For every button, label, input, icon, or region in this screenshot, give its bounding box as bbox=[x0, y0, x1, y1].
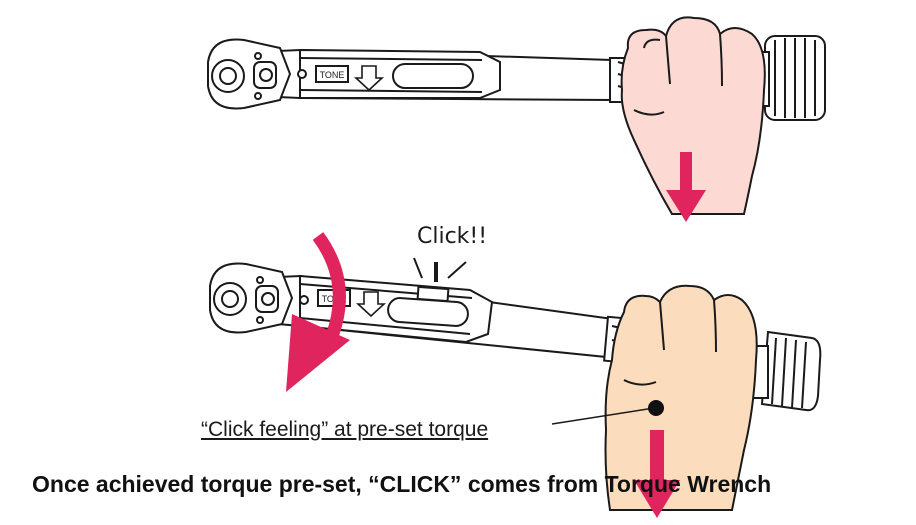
top-hand bbox=[620, 16, 766, 215]
rotation-arrow-icon bbox=[286, 232, 350, 392]
down-arrow-icon bbox=[634, 430, 680, 518]
knurled-grip-icon bbox=[751, 330, 822, 412]
down-arrow-icon bbox=[666, 152, 706, 222]
caption: Once achieved torque pre-set, “CLICK” co… bbox=[32, 471, 772, 497]
click-label: Click!! bbox=[417, 224, 488, 249]
bottom-hand bbox=[604, 284, 758, 511]
direction-arrow-icon bbox=[353, 65, 385, 92]
top-wrench bbox=[207, 35, 826, 121]
ratchet-head-icon bbox=[209, 262, 294, 334]
direction-arrow-icon bbox=[355, 291, 387, 318]
click-feeling-label: “Click feeling” at pre-set torque bbox=[201, 418, 489, 441]
top-badge-text: TONE bbox=[320, 70, 345, 80]
ratchet-head-icon bbox=[207, 38, 292, 110]
click-spark-lines bbox=[413, 257, 467, 282]
leader-line bbox=[551, 400, 664, 425]
